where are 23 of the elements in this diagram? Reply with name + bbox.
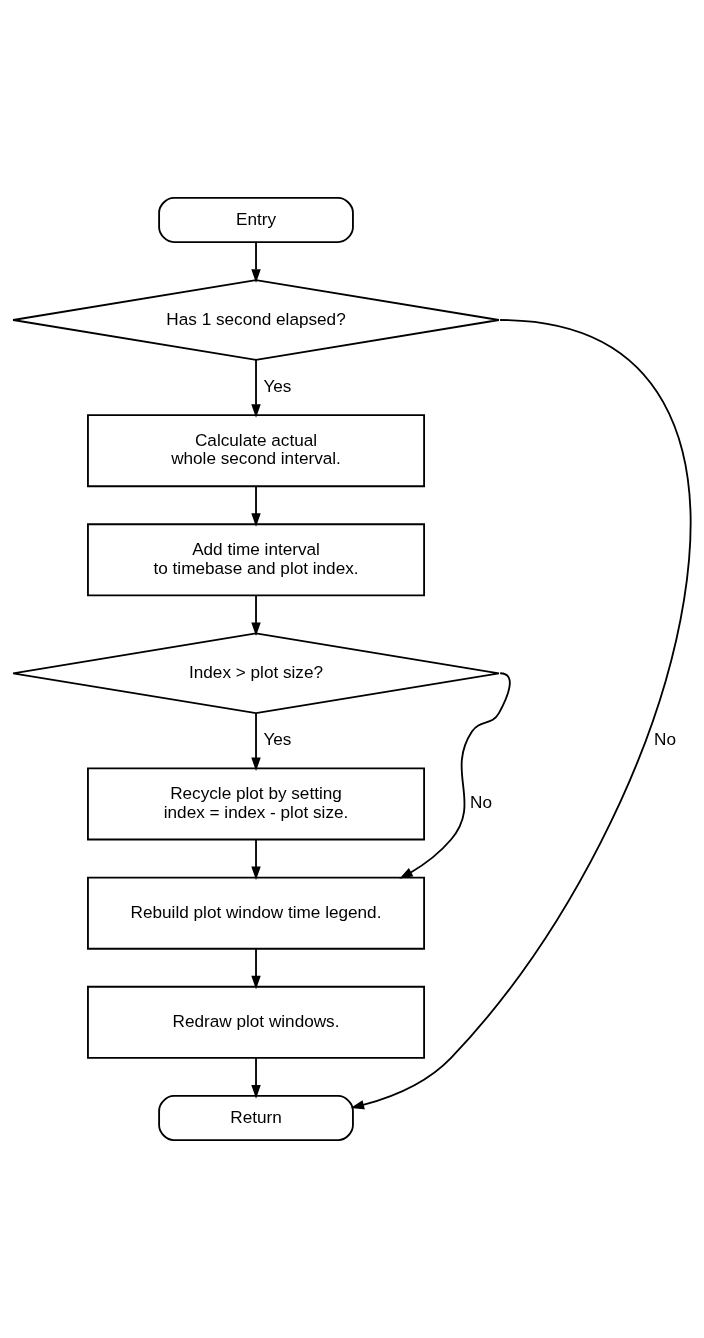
node-box: Add time interval to timebase and plot index. (87, 523, 425, 597)
arrow (350, 319, 692, 1110)
arrow (251, 838, 261, 881)
node-diamond: Index > plot size? (12, 632, 500, 715)
edge-label: No (654, 729, 677, 750)
node-box: Rebuild plot window time legend. (87, 876, 425, 950)
node-box: Return (158, 1095, 354, 1141)
arrow (251, 241, 261, 283)
node-box: Recycle plot by setting index = index - plot size. (87, 767, 425, 841)
arrow (251, 712, 261, 772)
node-diamond: Has 1 second elapsed? (12, 279, 500, 361)
node-box: Redraw plot windows. (87, 985, 425, 1059)
arrow (399, 672, 511, 879)
arrow (251, 485, 261, 527)
arrow (251, 594, 261, 637)
arrow (251, 1057, 261, 1099)
edge-label: No (470, 792, 493, 813)
arrow (251, 947, 261, 990)
node-box: Calculate actual whole second interval. (87, 414, 425, 488)
arrow (251, 358, 261, 418)
node-box: Entry (158, 197, 354, 243)
edge-label: Yes (263, 729, 292, 750)
edge-label: Yes (263, 375, 292, 396)
